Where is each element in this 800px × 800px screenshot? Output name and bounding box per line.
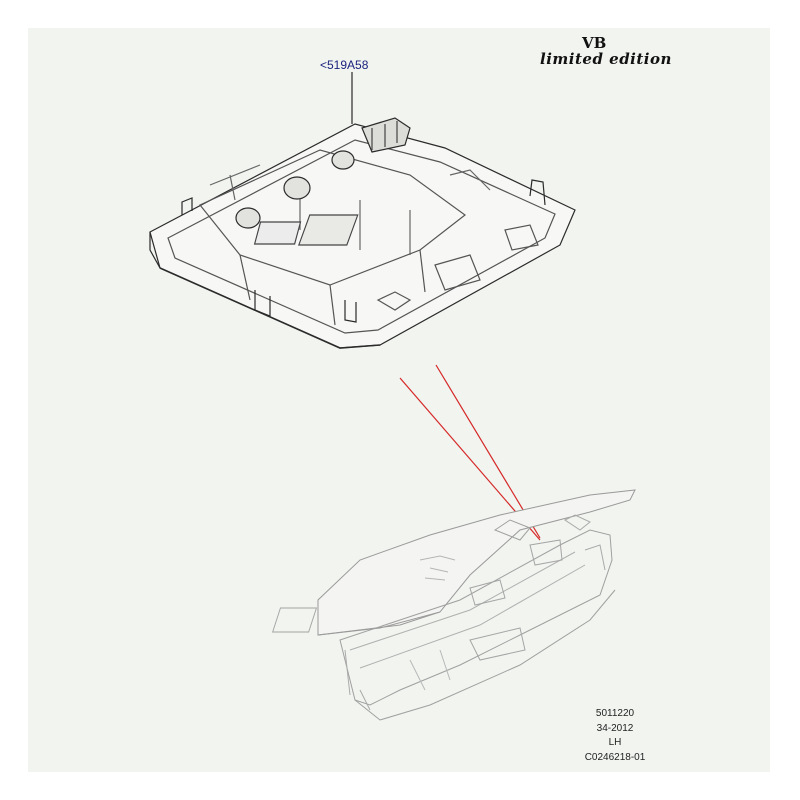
reference-drawing-number: C0246218-01 xyxy=(584,751,646,763)
reference-date: 34-2012 xyxy=(596,722,634,734)
part-callout-label[interactable]: <519A58 xyxy=(320,58,369,72)
brand-title: VB xyxy=(582,34,607,52)
overhead-console-part xyxy=(149,117,576,349)
drawing-reference-block: 5011220 34-2012 LH C0246218-01 xyxy=(560,707,670,765)
dashboard-context-drawing xyxy=(271,489,636,721)
brand-subtitle: limited edition xyxy=(540,50,672,68)
reference-side: LH xyxy=(608,737,622,748)
reference-code: 5011220 xyxy=(595,708,635,719)
